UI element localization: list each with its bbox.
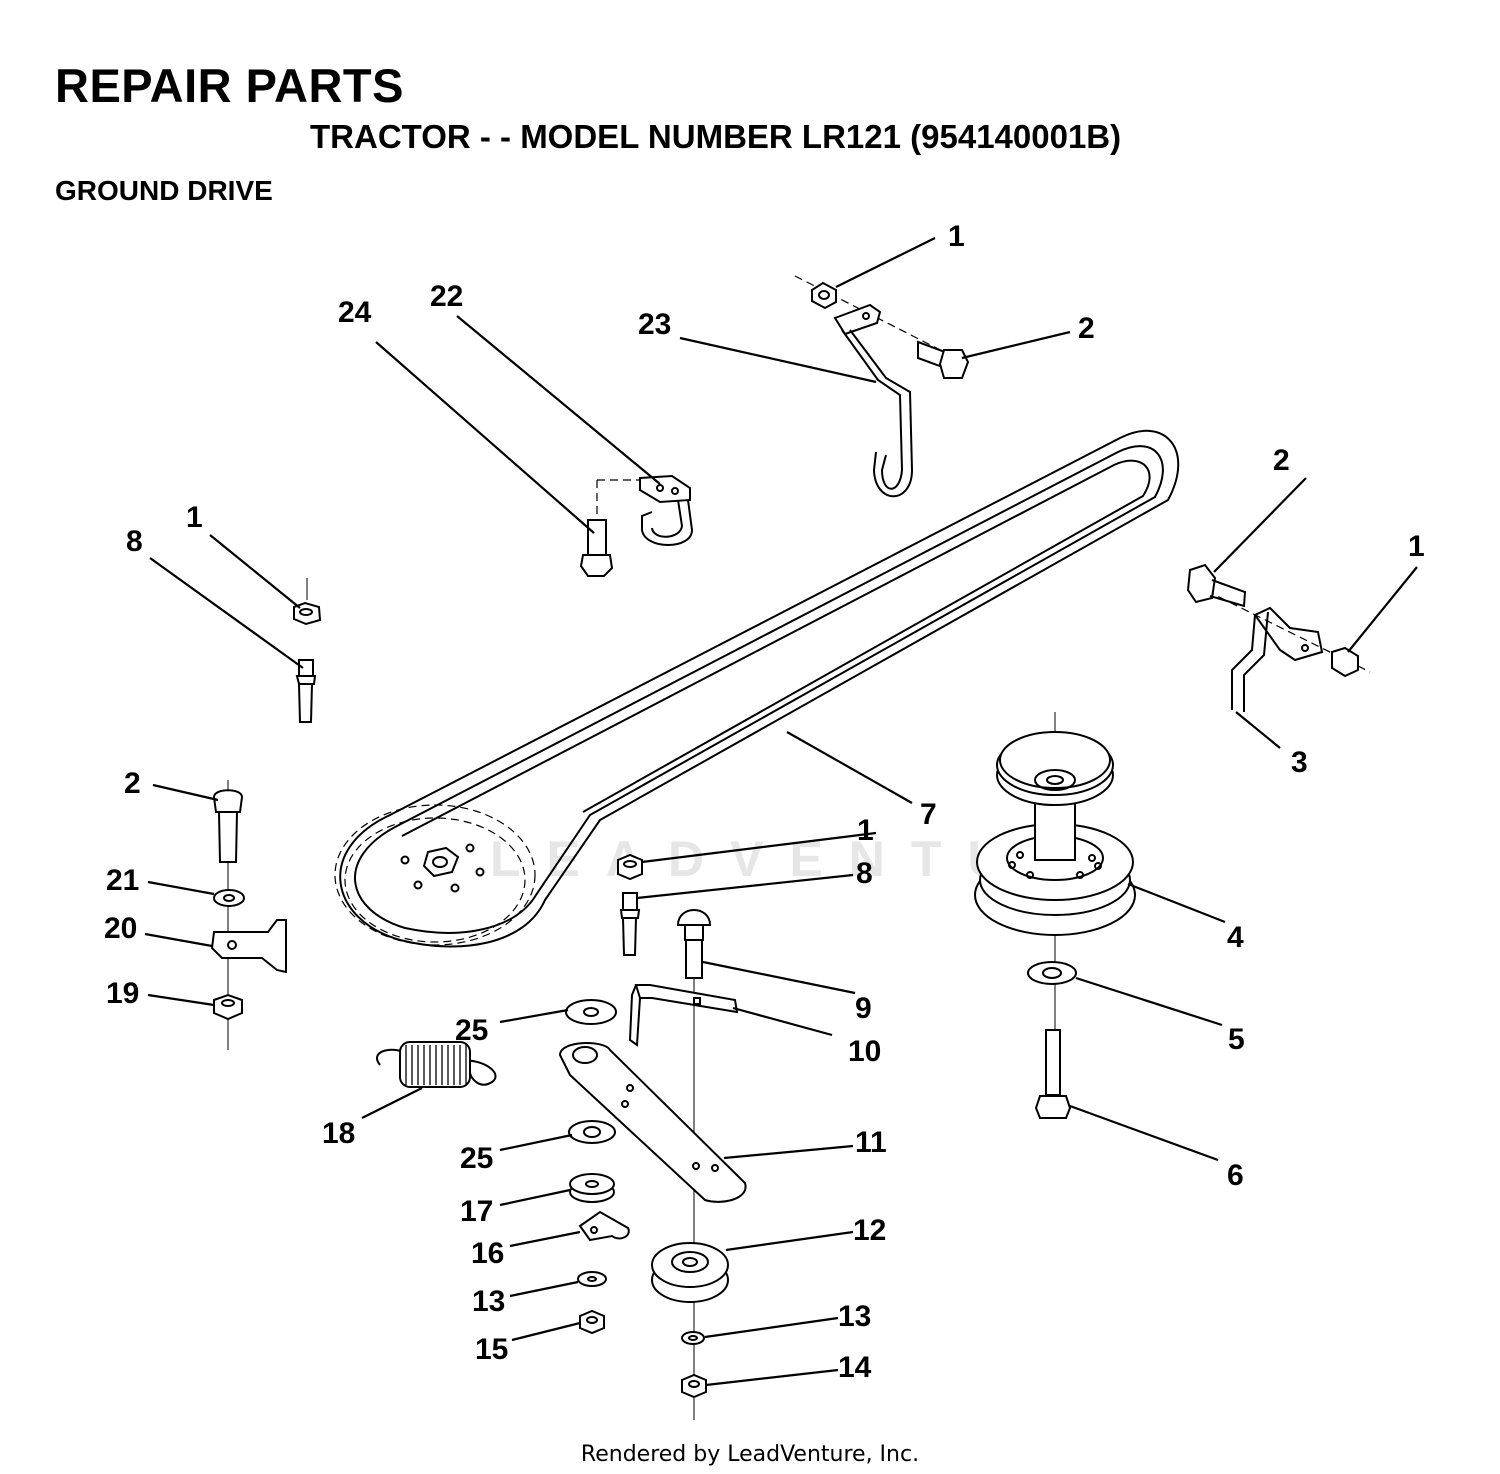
spring-18-drawing — [376, 1041, 497, 1088]
callout-21: 21 — [106, 864, 139, 897]
callout-13: 13 — [838, 1300, 871, 1333]
callout-20: 20 — [104, 912, 137, 945]
transaxle-pulley-drawing — [974, 712, 1136, 1119]
callout-25: 25 — [455, 1014, 488, 1047]
stud-8-center-drawing — [617, 853, 643, 956]
belt-drawing — [339, 429, 1180, 948]
callout-4: 4 — [1227, 921, 1244, 954]
footer-credit: Rendered by LeadVenture, Inc. — [580, 1442, 920, 1467]
engine-pulley-drawing — [334, 804, 536, 946]
belt-guide-23-drawing — [794, 275, 970, 498]
callout-3: 3 — [1291, 746, 1308, 779]
section-title: GROUND DRIVE — [55, 175, 273, 206]
callout-1: 1 — [186, 501, 203, 534]
callout-2: 2 — [1273, 444, 1290, 477]
callout-7: 7 — [920, 798, 937, 831]
callout-2: 2 — [1078, 312, 1095, 345]
callout-6: 6 — [1227, 1159, 1244, 1192]
callout-14: 14 — [838, 1351, 872, 1384]
callout-2: 2 — [124, 767, 141, 800]
callout-17: 17 — [460, 1195, 493, 1228]
callout-5: 5 — [1228, 1023, 1245, 1056]
callout-10: 10 — [848, 1035, 881, 1068]
callout-15: 15 — [475, 1333, 508, 1366]
callout-13: 13 — [472, 1285, 505, 1318]
belt-guide-22-drawing — [579, 474, 694, 577]
callout-1: 1 — [1408, 530, 1425, 563]
callout-8: 8 — [856, 857, 873, 890]
callout-22: 22 — [430, 280, 463, 313]
callout-23: 23 — [638, 308, 671, 341]
bracket-stack-left-drawing — [210, 780, 287, 1050]
callout-25: 25 — [460, 1142, 493, 1175]
page-title: REPAIR PARTS — [55, 59, 404, 112]
stud-8-left-drawing — [293, 578, 322, 723]
callout-18: 18 — [322, 1117, 355, 1150]
belt-guide-3-drawing — [1186, 563, 1371, 712]
callout-9: 9 — [855, 992, 872, 1025]
callout-12: 12 — [853, 1214, 886, 1247]
idler-assembly-drawing — [558, 909, 747, 1420]
callout-1: 1 — [857, 814, 874, 847]
model-subtitle: TRACTOR - - MODEL NUMBER LR121 (95414000… — [310, 118, 1122, 155]
leader-lines — [144, 237, 1418, 1387]
callout-11: 11 — [855, 1126, 887, 1159]
callout-24: 24 — [338, 296, 372, 329]
callout-8: 8 — [126, 525, 143, 558]
callout-16: 16 — [471, 1237, 504, 1270]
callout-19: 19 — [106, 977, 139, 1010]
callout-1: 1 — [948, 220, 965, 253]
